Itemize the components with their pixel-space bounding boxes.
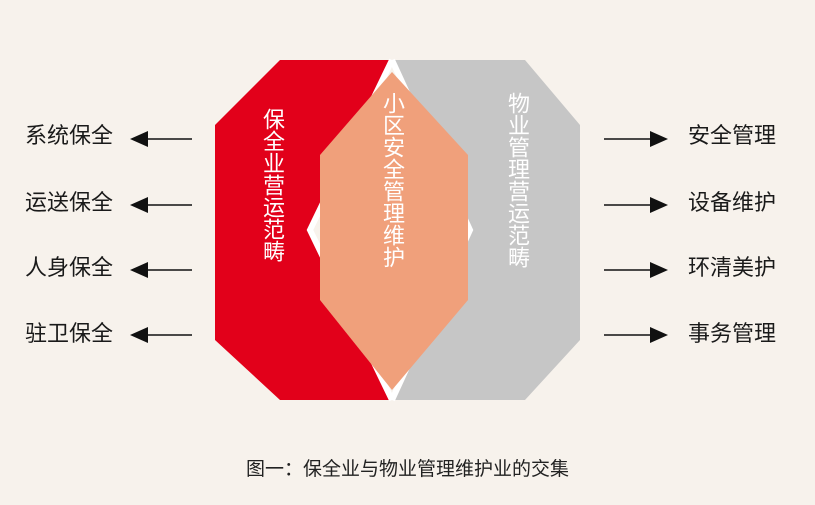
- left-arrow-head: [130, 327, 148, 343]
- left-item-label: 运送保全: [25, 191, 114, 216]
- right-item-label: 设备维护: [688, 191, 777, 216]
- left-block-text: 保全业营运范畴: [259, 108, 284, 262]
- left-item-label: 人身保全: [25, 256, 114, 281]
- left-item-label: 系统保全: [25, 124, 114, 149]
- middle-block-text: 小区安全管理维护: [379, 92, 404, 268]
- right-arrow-head: [650, 197, 668, 213]
- figure-caption: 图一：保全业与物业管理维护业的交集: [245, 458, 569, 480]
- right-item-label: 安全管理: [688, 124, 777, 149]
- left-arrow-head: [130, 197, 148, 213]
- middle-hexagon-block: [320, 72, 468, 390]
- left-arrow-head: [130, 262, 148, 278]
- left-arrow-head: [130, 131, 148, 147]
- right-arrow-head: [650, 327, 668, 343]
- left-item-label: 驻卫保全: [25, 322, 114, 347]
- right-item-label: 环清美护: [688, 256, 777, 281]
- right-arrow-head: [650, 262, 668, 278]
- right-block-text: 物业管理营运范畴: [504, 92, 529, 268]
- arrows-group: [130, 131, 668, 343]
- right-item-label: 事务管理: [688, 322, 777, 347]
- right-arrow-head: [650, 131, 668, 147]
